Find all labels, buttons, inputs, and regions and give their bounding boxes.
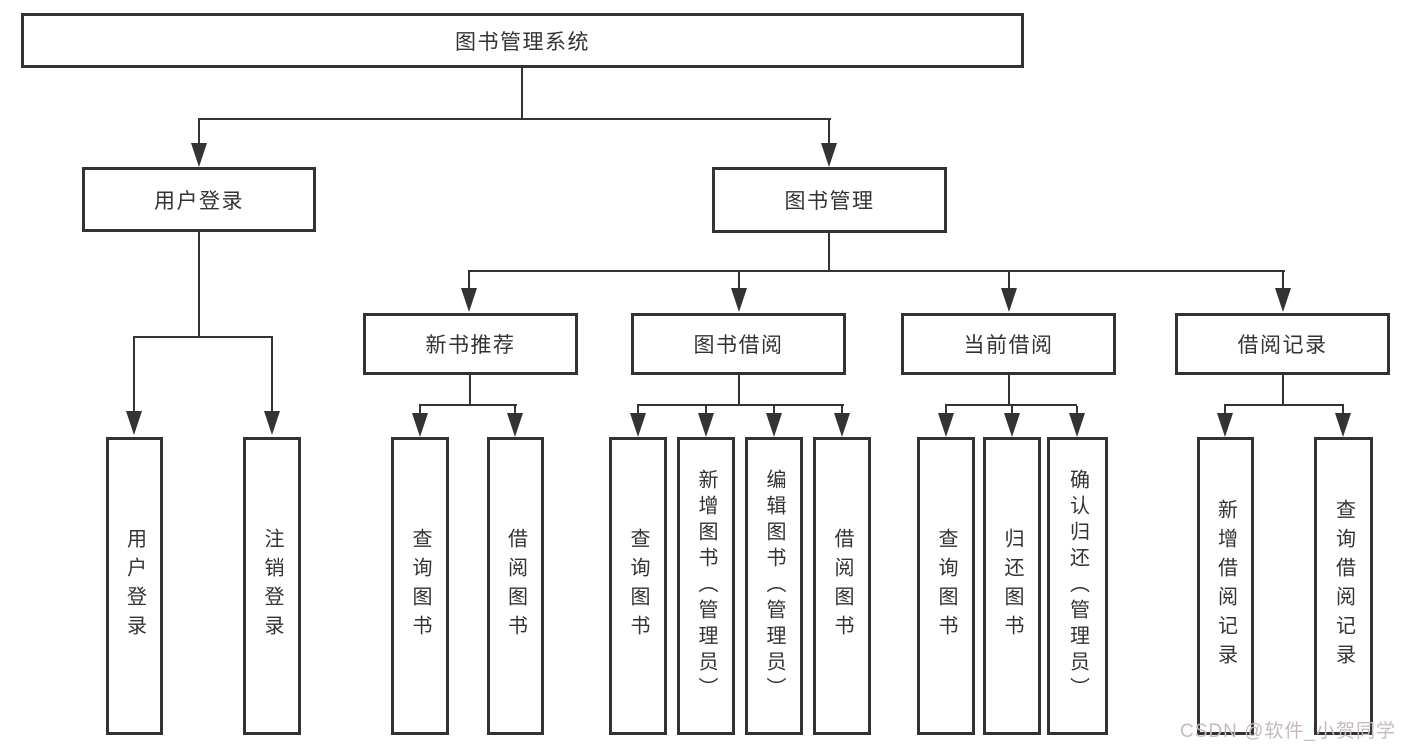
connector-line xyxy=(198,232,200,338)
node-book-borrowing: 图书借阅 xyxy=(631,313,846,375)
connector-line xyxy=(419,404,517,406)
arrow-down-icon xyxy=(698,413,714,437)
connector-line xyxy=(468,272,470,290)
leaf-borrow-books-recommend: 借阅图书 xyxy=(487,437,544,735)
leaf-user-login: 用户登录 xyxy=(106,437,163,735)
arrow-down-icon xyxy=(1001,288,1017,312)
node-borrowing-records: 借阅记录 xyxy=(1175,313,1390,375)
leaf-query-books-recommend: 查询图书 xyxy=(391,437,449,735)
connector-line xyxy=(1008,375,1010,406)
arrow-down-icon xyxy=(191,143,207,167)
connector-line xyxy=(637,406,639,416)
node-current-borrowing: 当前借阅 xyxy=(901,313,1116,375)
connector-line xyxy=(637,404,844,406)
arrow-down-icon xyxy=(834,413,850,437)
arrow-down-icon xyxy=(1004,413,1020,437)
arrow-down-icon xyxy=(264,411,280,435)
arrow-down-icon xyxy=(630,413,646,437)
connector-line xyxy=(705,406,707,416)
leaf-query-borrow-record: 查询借阅记录 xyxy=(1314,437,1373,735)
connector-line xyxy=(1282,272,1284,290)
connector-line xyxy=(1011,406,1013,416)
connector-line xyxy=(1008,272,1010,290)
arrow-down-icon xyxy=(412,413,428,437)
arrow-down-icon xyxy=(938,413,954,437)
arrow-down-icon xyxy=(1275,288,1291,312)
leaf-add-books-admin: 新增图书（管理员） xyxy=(677,437,735,735)
connector-line xyxy=(198,118,831,120)
connector-line xyxy=(1224,406,1226,416)
arrow-down-icon xyxy=(126,411,142,435)
connector-line xyxy=(419,406,421,416)
connector-line xyxy=(198,120,200,146)
connector-line xyxy=(738,375,740,406)
node-user-login: 用户登录 xyxy=(82,167,316,232)
arrow-down-icon xyxy=(1069,413,1085,437)
connector-line xyxy=(738,272,740,290)
watermark: CSDN @软件_小贺同学 xyxy=(1180,721,1396,742)
node-library-management-system: 图书管理系统 xyxy=(21,13,1024,68)
node-new-book-recommendation: 新书推荐 xyxy=(363,313,578,375)
connector-line xyxy=(521,68,523,120)
arrow-down-icon xyxy=(731,288,747,312)
connector-line xyxy=(773,406,775,416)
connector-line xyxy=(945,406,947,416)
connector-line xyxy=(133,338,135,412)
connector-line xyxy=(1342,406,1344,416)
leaf-edit-books-admin: 编辑图书（管理员） xyxy=(745,437,803,735)
arrow-down-icon xyxy=(1335,413,1351,437)
arrow-down-icon xyxy=(1217,413,1233,437)
arrow-down-icon xyxy=(766,413,782,437)
connector-line xyxy=(271,338,273,412)
leaf-borrow-books-borrowing: 借阅图书 xyxy=(813,437,871,735)
connector-line xyxy=(133,336,273,338)
connector-line xyxy=(841,406,843,416)
leaf-query-books-current: 查询图书 xyxy=(917,437,975,735)
node-book-management: 图书管理 xyxy=(712,167,947,233)
arrow-down-icon xyxy=(507,413,523,437)
leaf-query-books-borrowing: 查询图书 xyxy=(609,437,667,735)
leaf-return-books: 归还图书 xyxy=(983,437,1041,735)
connector-line xyxy=(468,270,1285,272)
leaf-confirm-return-admin: 确认归还（管理员） xyxy=(1047,437,1108,735)
connector-line xyxy=(1224,404,1344,406)
leaf-logout: 注销登录 xyxy=(243,437,301,735)
arrow-down-icon xyxy=(821,143,837,167)
connector-line xyxy=(828,120,830,146)
connector-line xyxy=(1076,406,1078,416)
arrow-down-icon xyxy=(461,288,477,312)
connector-line xyxy=(1282,375,1284,406)
connector-line xyxy=(469,375,471,406)
connector-line xyxy=(514,406,516,416)
connector-line xyxy=(945,404,1077,406)
leaf-add-borrow-record: 新增借阅记录 xyxy=(1197,437,1254,735)
connector-line xyxy=(828,233,830,272)
